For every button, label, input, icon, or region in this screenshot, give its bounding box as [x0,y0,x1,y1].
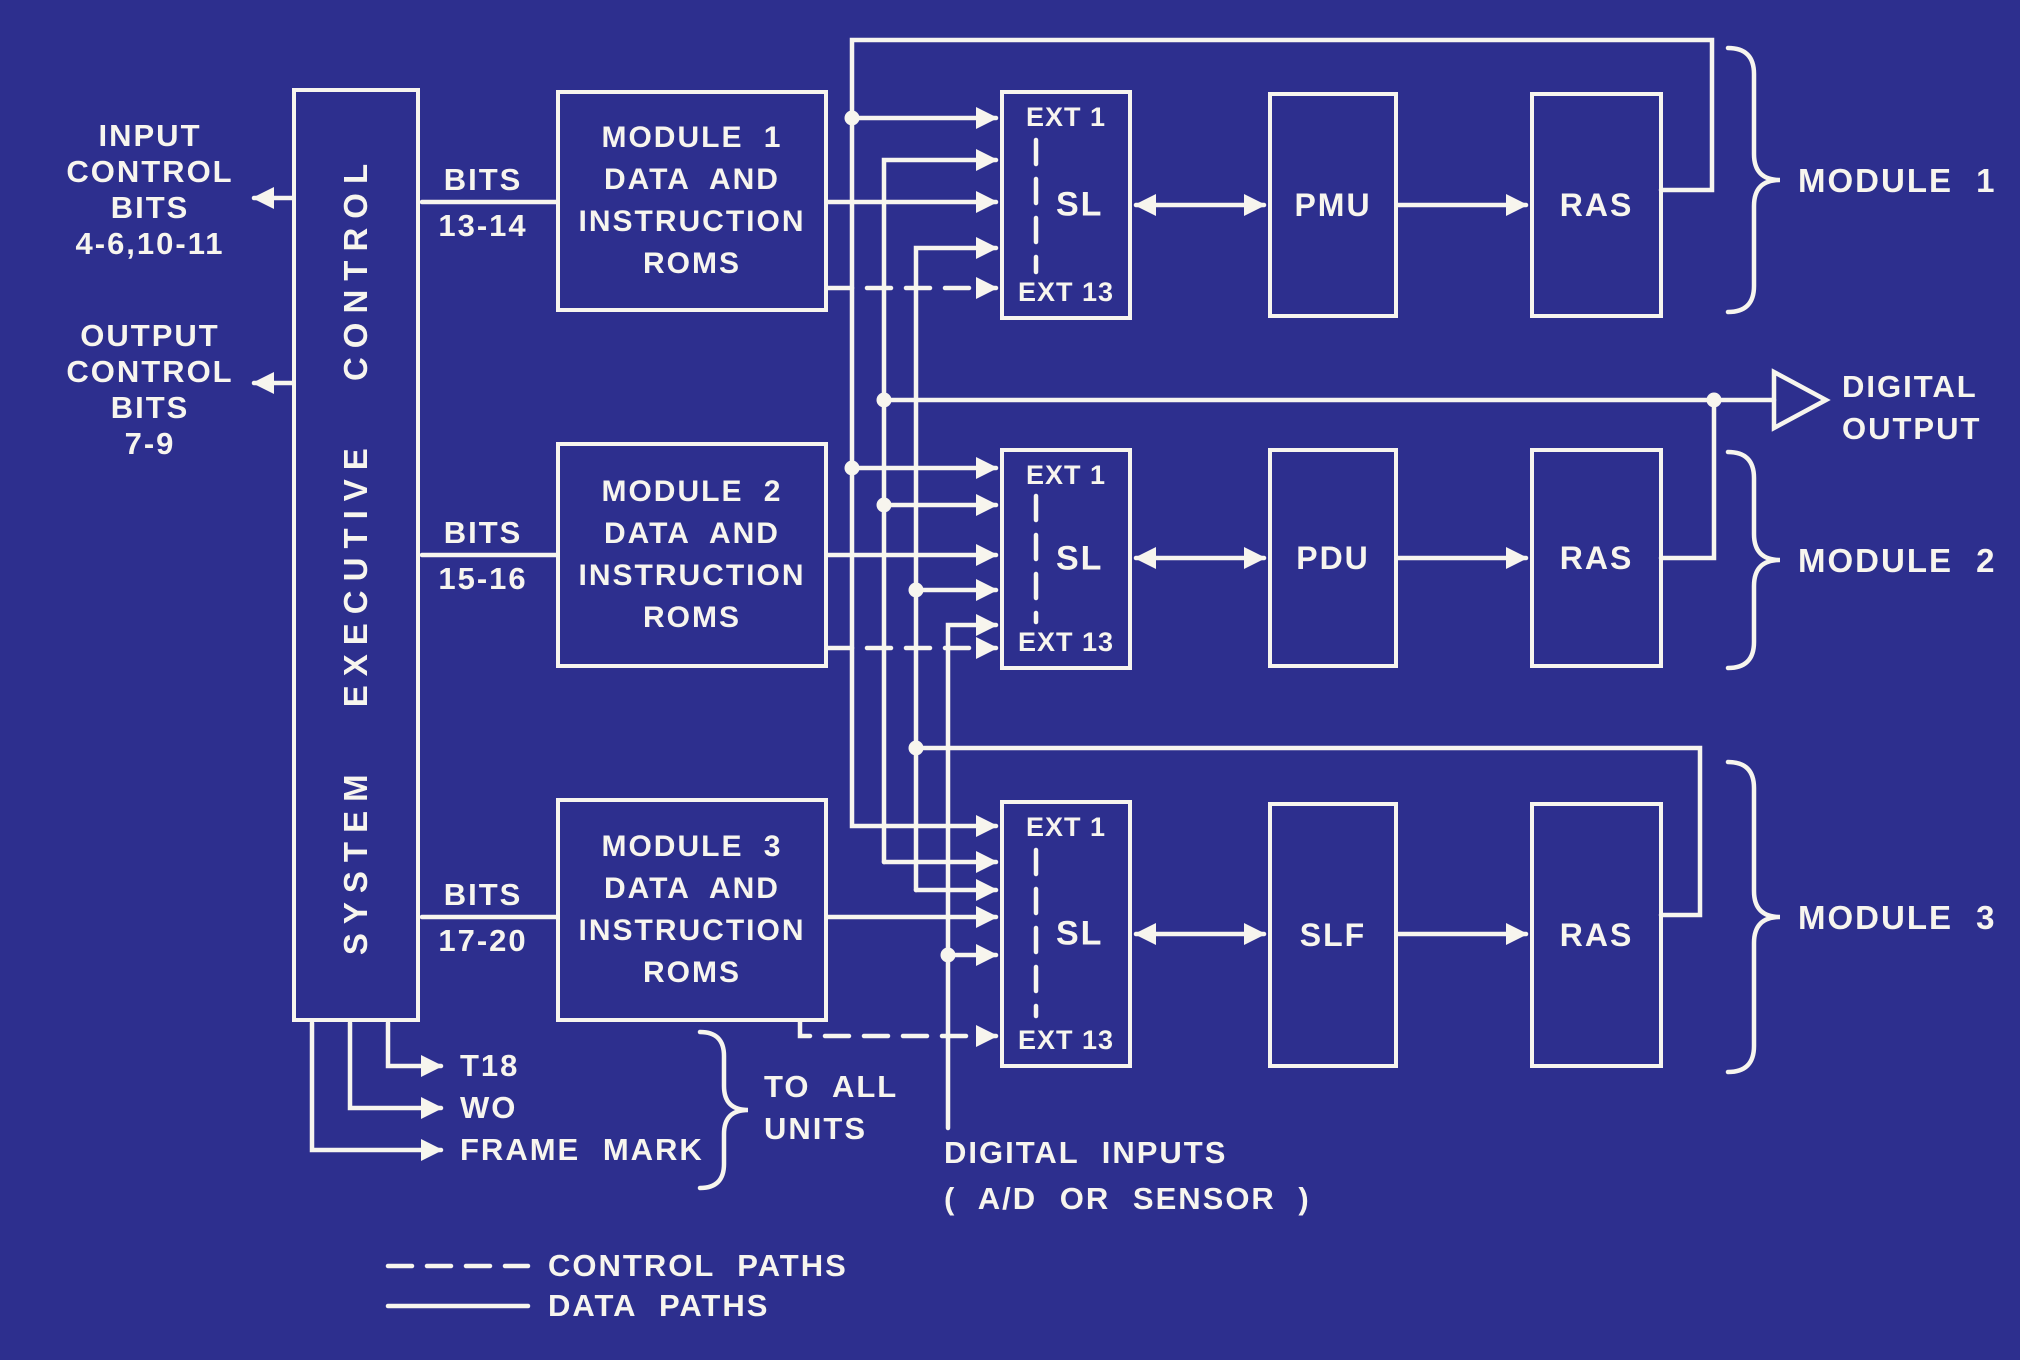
label-line: OUTPUT [80,318,220,353]
ext-1-label: EXT 1 [1025,102,1107,132]
label-line: DIGITAL INPUTS [944,1135,1228,1170]
legend-control-paths-label: CONTROL PATHS [548,1248,848,1283]
label-line: DATA AND [604,872,780,905]
label-line: INSTRUCTION [578,205,806,238]
label-line: CONTROL [66,154,234,189]
wo-signal-label: WO [460,1090,518,1125]
to-all-units-label: TO ALL UNITS [764,1066,898,1150]
bits-15-16-range: 15-16 [438,561,528,596]
ext-1-label: EXT 1 [1025,460,1107,490]
data-path-lines [251,37,1777,1309]
module-1-rom-box: MODULE 1 DATA AND INSTRUCTION ROMS [556,90,828,312]
sl-label: SL [1056,185,1104,224]
sl-label: SL [1056,914,1104,953]
digital-output-label: DIGITAL OUTPUT [1842,366,1981,450]
label-line: 7-9 [124,426,176,461]
ext-1-label: EXT 1 [1025,812,1107,842]
label-line: CONTROL [66,354,234,389]
slf-box: SLF [1268,802,1398,1068]
system-executive-control-label: SYSTEM EXECUTIVE CONTROL [337,154,374,956]
bits-15-16-word: BITS [443,515,523,550]
selector-3-box: EXT 1 SL EXT 13 [1000,800,1132,1068]
module-3-brace [1725,759,1781,1075]
label-line: ( A/D OR SENSOR ) [944,1181,1311,1216]
module-1-brace [1725,45,1781,315]
t18-signal-label: T18 [460,1048,520,1083]
bits-13-14-word: BITS [443,162,523,197]
ras-3-box: RAS [1530,802,1663,1068]
digital-output-triangle-icon [1771,368,1831,432]
label-line: ROMS [643,601,741,634]
label-line: OUTPUT [1842,411,1982,446]
output-control-bits-label: OUTPUT CONTROL BITS 7-9 [55,318,245,462]
ras-1-box: RAS [1530,92,1663,318]
module-3-rom-box: MODULE 3 DATA AND INSTRUCTION ROMS [556,798,828,1022]
junction-dots [844,110,1722,963]
label-line: ROMS [643,956,741,989]
ras-label: RAS [1559,539,1634,576]
digital-inputs-label: DIGITAL INPUTS ( A/D OR SENSOR ) [944,1130,1311,1222]
sl-label: SL [1056,539,1104,578]
ras-label: RAS [1559,186,1634,223]
bits-17-20-word: BITS [443,877,523,912]
ext-13-label: EXT 13 [1017,627,1115,657]
label-line: 4-6,10-11 [75,226,225,261]
label-line: ROMS [643,247,741,280]
pmu-box: PMU [1268,92,1398,318]
module-3-brace-label: MODULE 3 [1798,899,1997,936]
selector-2-box: EXT 1 SL EXT 13 [1000,448,1132,670]
to-all-units-brace [697,1029,749,1191]
selector-1-box: EXT 1 SL EXT 13 [1000,90,1132,320]
label-line: INPUT [98,118,202,153]
ras-label: RAS [1559,916,1634,953]
label-line: BITS [110,390,190,425]
control-path-lines [385,137,1039,1269]
label-line: DIGITAL [1842,369,1978,404]
slf-label: SLF [1299,916,1367,953]
label-line: UNITS [764,1111,867,1146]
bits-17-20-range: 17-20 [438,923,528,958]
braces [697,45,1781,1191]
ext-13-label: EXT 13 [1017,1025,1115,1055]
label-line: MODULE 2 [601,475,783,508]
pdu-box: PDU [1268,448,1398,668]
label-line: MODULE 3 [601,830,783,863]
label-line: INSTRUCTION [578,559,806,592]
module-2-brace [1725,449,1781,671]
legend-data-paths-label: DATA PATHS [548,1288,770,1323]
ras-2-box: RAS [1530,448,1663,668]
label-line: TO ALL [764,1069,899,1104]
ext-13-label: EXT 13 [1017,277,1115,307]
input-control-bits-label: INPUT CONTROL BITS 4-6,10-11 [55,118,245,262]
pdu-label: PDU [1296,539,1370,576]
label-line: INSTRUCTION [578,914,806,947]
bits-13-14-range: 13-14 [438,208,528,243]
label-line: DATA AND [604,163,780,196]
label-line: BITS [110,190,190,225]
module-1-brace-label: MODULE 1 [1798,162,1997,199]
system-executive-control-box: SYSTEM EXECUTIVE CONTROL [292,88,420,1022]
module-2-brace-label: MODULE 2 [1798,542,1997,579]
pmu-label: PMU [1294,186,1372,223]
frame-mark-signal-label: FRAME MARK [460,1132,704,1167]
label-line: MODULE 1 [601,121,783,154]
label-line: DATA AND [604,517,780,550]
module-2-rom-box: MODULE 2 DATA AND INSTRUCTION ROMS [556,442,828,668]
